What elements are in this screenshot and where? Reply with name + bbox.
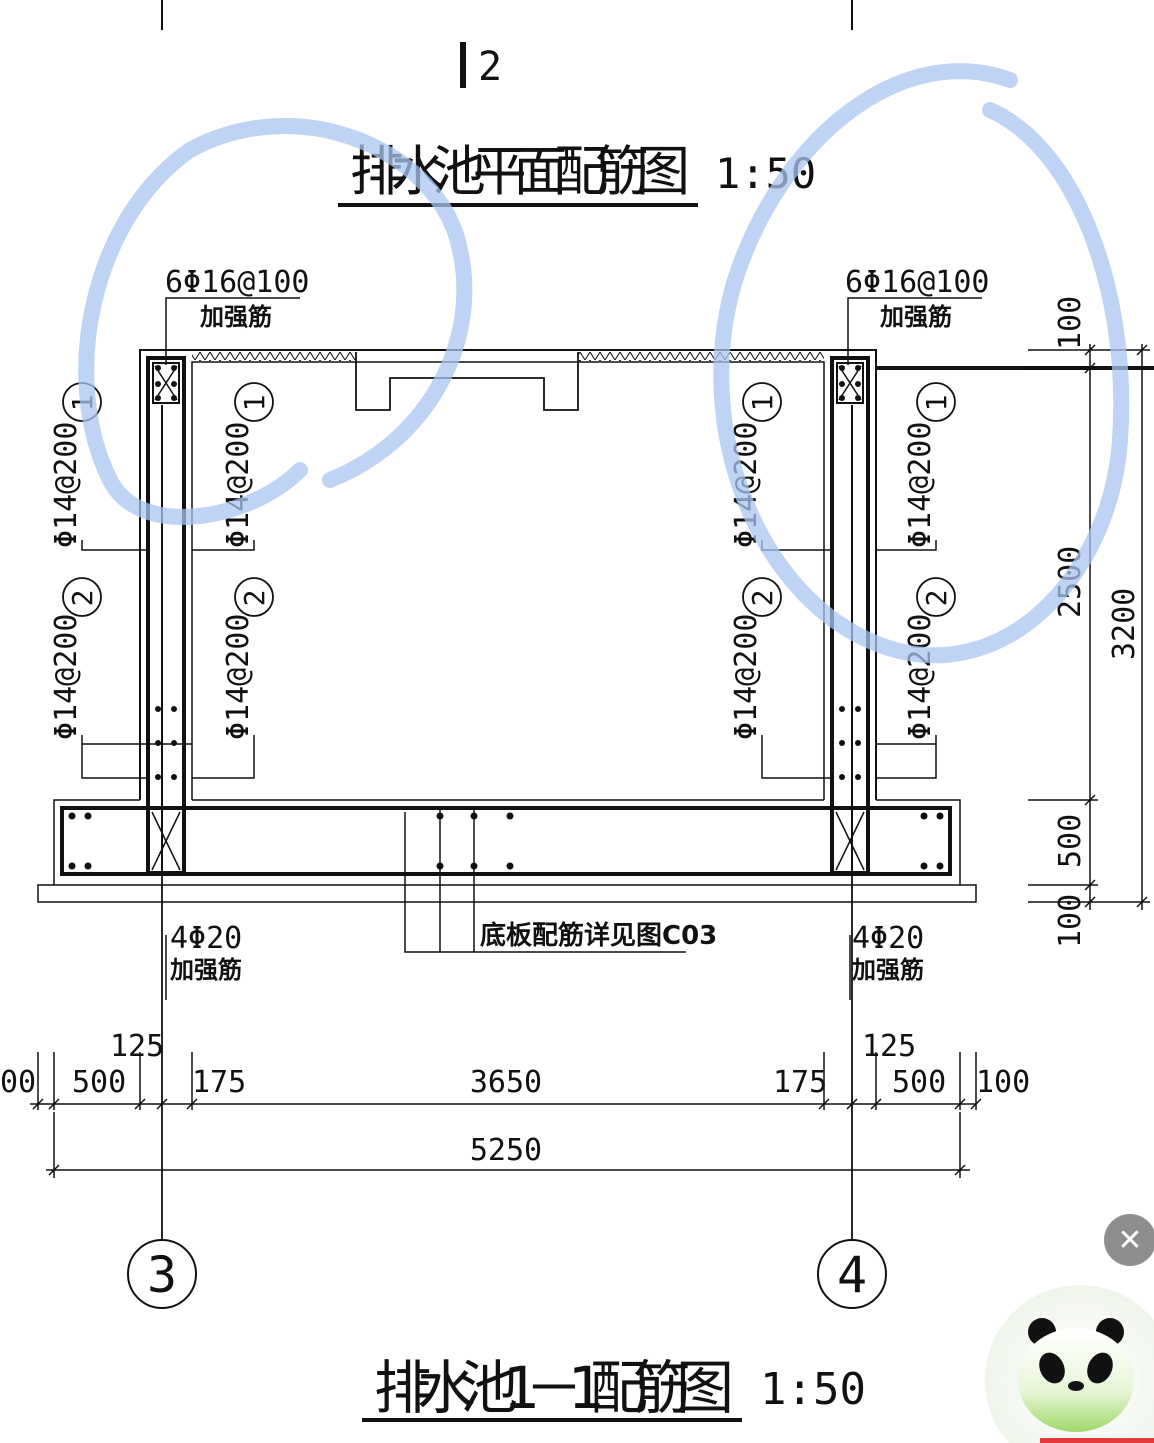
svg-text:100: 100 (1053, 894, 1088, 948)
horizontal-dimension-chain: 00 500 125 175 3650 175 125 500 100 (0, 1029, 1030, 1110)
svg-text:100: 100 (976, 1065, 1030, 1100)
svg-text:100: 100 (1053, 296, 1088, 350)
highlight-circle-left (78, 118, 473, 525)
leader-line (165, 297, 300, 365)
top-rebar-right-spec: 6Φ16@100 (845, 265, 990, 300)
lid-opening (355, 352, 579, 411)
wall-outline (139, 349, 877, 800)
section-cut-mark (460, 42, 466, 88)
svg-text:1: 1 (238, 395, 271, 412)
svg-text:175: 175 (773, 1065, 827, 1100)
left-wall-rebar-cage (146, 356, 186, 875)
svg-text:500: 500 (892, 1065, 946, 1100)
bottom-rebar-left-note: 加强筋 (170, 956, 242, 984)
wall-rebar-label: Φ14@200 (49, 614, 84, 740)
close-icon[interactable]: ✕ (1104, 1214, 1154, 1266)
axis-label-3: 3 (147, 1246, 177, 1304)
svg-text:500: 500 (1053, 814, 1088, 868)
wall-rebar-label: Φ14@200 (729, 614, 764, 740)
svg-text:1: 1 (746, 395, 779, 412)
svg-text:1: 1 (920, 395, 953, 412)
axis-bubble-3 (127, 1239, 197, 1309)
svg-text:2: 2 (920, 590, 953, 607)
vertical-dimension-chain: 100 2500 500 100 3200 (1028, 296, 1150, 948)
svg-text:2: 2 (746, 590, 779, 607)
top-rebar-right-note: 加强筋 (880, 303, 952, 331)
lid-hatch (578, 352, 824, 361)
total-width-dimension: 5250 (46, 1112, 970, 1178)
svg-text:500: 500 (72, 1065, 126, 1100)
slab-rebar-note: 底板配筋详见图C03 (480, 920, 717, 951)
svg-text:175: 175 (192, 1065, 246, 1100)
section-cut-number: 2 (478, 44, 502, 90)
rebar-dots (68, 812, 944, 870)
wall-rebar-label: Φ14@200 (903, 614, 938, 740)
svg-text:3200: 3200 (1107, 588, 1142, 660)
rebar-mark: 1 1 1 1 2 2 2 2 (62, 382, 956, 617)
wall-inner-outline (191, 361, 825, 800)
bottom-rebar-left-spec: 4Φ20 (170, 921, 242, 956)
wall-rebar-label: Φ14@200 (221, 422, 256, 548)
bottom-rebar-right-note: 加强筋 (852, 956, 924, 984)
svg-text:2: 2 (238, 590, 271, 607)
svg-text:5250: 5250 (470, 1133, 542, 1168)
svg-text:125: 125 (110, 1029, 164, 1064)
axis-bubble-4 (817, 1239, 887, 1309)
leader-line (847, 297, 982, 365)
left-top-stirrup (152, 362, 180, 404)
top-rebar-left-spec: 6Φ16@100 (165, 265, 310, 300)
svg-text:2: 2 (66, 590, 99, 607)
section-title: 排水池1－1配筋图 (374, 1354, 734, 1422)
svg-text:125: 125 (862, 1029, 916, 1064)
panda-assistant-icon[interactable] (980, 1280, 1154, 1443)
axis-label-4: 4 (837, 1246, 867, 1304)
right-top-stirrup (836, 362, 864, 404)
section-scale: 1:50 (760, 1364, 866, 1415)
bottom-rebar-right-spec: 4Φ20 (852, 921, 924, 956)
wall-rebar-label: Φ14@200 (903, 422, 938, 548)
rebar-dots (155, 365, 177, 780)
highlight-circle-right (713, 63, 1130, 664)
svg-text:3650: 3650 (470, 1065, 542, 1100)
base-slab-rebar (60, 806, 952, 876)
wall-rebar-label: Φ14@200 (49, 422, 84, 548)
top-rebar-left-note: 加强筋 (200, 303, 272, 331)
svg-text:00: 00 (0, 1065, 36, 1100)
cushion-layer (37, 884, 977, 903)
lid-hatch (192, 352, 356, 361)
wall-rebar-label: Φ14@200 (221, 614, 256, 740)
rebar-dots (839, 365, 861, 780)
